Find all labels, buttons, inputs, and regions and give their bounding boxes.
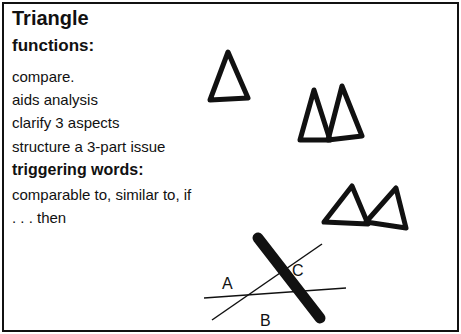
tilted-triangle: [324, 186, 368, 224]
list-item: compare.: [12, 65, 212, 88]
title: Triangle: [12, 7, 89, 30]
pair-triangle: [328, 86, 362, 140]
list-item: structure a 3-part issue: [12, 135, 212, 158]
point-label: B: [260, 313, 271, 329]
single-triangle: [210, 52, 248, 100]
point-label: C: [292, 263, 304, 279]
tilted-triangle: [366, 188, 406, 228]
section-heading: triggering words:: [12, 158, 212, 181]
list-item: aids analysis: [12, 88, 212, 111]
list-item: clarify 3 aspects: [12, 111, 212, 134]
thick-bar: [258, 238, 320, 318]
list-item: comparable to, similar to, if . . . then: [12, 183, 194, 229]
pair-triangle: [300, 90, 330, 140]
point-label: A: [222, 276, 233, 292]
section-heading: functions:: [12, 34, 212, 57]
